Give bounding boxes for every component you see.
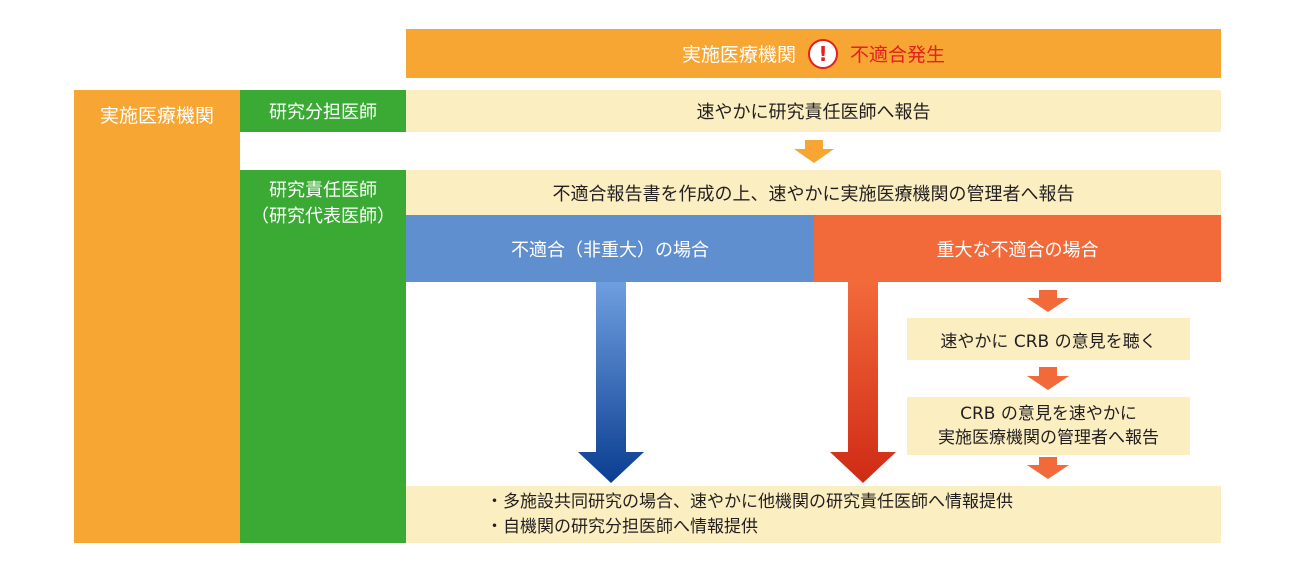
final-action-1: ・多施設共同研究の場合、速やかに他機関の研究責任医師へ情報提供 xyxy=(486,492,1013,512)
alert-icon: ! xyxy=(808,38,838,69)
final-actions: ・多施設共同研究の場合、速やかに他機関の研究責任医師へ情報提供 ・自機関の研究分… xyxy=(406,486,1221,543)
branch-minor: 不適合（非重大）の場合 xyxy=(406,215,814,282)
final-action-2: ・自機関の研究分担医師へ情報提供 xyxy=(486,517,758,537)
role-principal-line1: 研究責任医師 xyxy=(269,180,377,201)
step-consult-crb-text: 速やかに CRB の意見を聴く xyxy=(940,331,1157,352)
role-sub-investigator-label: 研究分担医師 xyxy=(269,102,377,123)
step-report-crb-line2: 実施医療機関の管理者へ報告 xyxy=(938,428,1159,448)
major-branch-arrow xyxy=(830,282,896,483)
role-principal-investigator: 研究責任医師 （研究代表医師） xyxy=(240,170,406,543)
institution-column: 実施医療機関 xyxy=(74,90,240,543)
step-report-to-principal: 速やかに研究責任医師へ報告 xyxy=(406,90,1221,132)
branch-major-label: 重大な不適合の場合 xyxy=(936,239,1099,261)
header-incident-label: 不適合発生 xyxy=(850,44,946,66)
step-create-report-text: 不適合報告書を作成の上、速やかに実施医療機関の管理者へ報告 xyxy=(552,183,1075,205)
institution-label: 実施医療機関 xyxy=(99,105,214,127)
down-arrow-icon xyxy=(1027,290,1069,312)
branch-minor-label: 不適合（非重大）の場合 xyxy=(511,239,709,261)
step-report-crb-line1: CRB の意見を速やかに xyxy=(960,404,1137,424)
role-sub-investigator: 研究分担医師 xyxy=(240,90,406,132)
down-arrow-icon xyxy=(1027,367,1069,390)
down-arrow-icon xyxy=(794,140,834,163)
header-institution-label: 実施医療機関 xyxy=(681,44,796,66)
step-create-report: 不適合報告書を作成の上、速やかに実施医療機関の管理者へ報告 xyxy=(406,170,1221,215)
incident-header: 実施医療機関 ! 不適合発生 xyxy=(406,29,1221,78)
role-principal-line2: （研究代表医師） xyxy=(251,206,395,227)
down-arrow-icon xyxy=(1027,457,1069,479)
minor-branch-arrow xyxy=(578,282,644,483)
step-report-to-principal-text: 速やかに研究責任医師へ報告 xyxy=(696,102,931,123)
step-report-crb-opinion: CRB の意見を速やかに 実施医療機関の管理者へ報告 xyxy=(907,397,1190,455)
branch-major: 重大な不適合の場合 xyxy=(814,215,1221,282)
step-consult-crb: 速やかに CRB の意見を聴く xyxy=(907,318,1190,360)
